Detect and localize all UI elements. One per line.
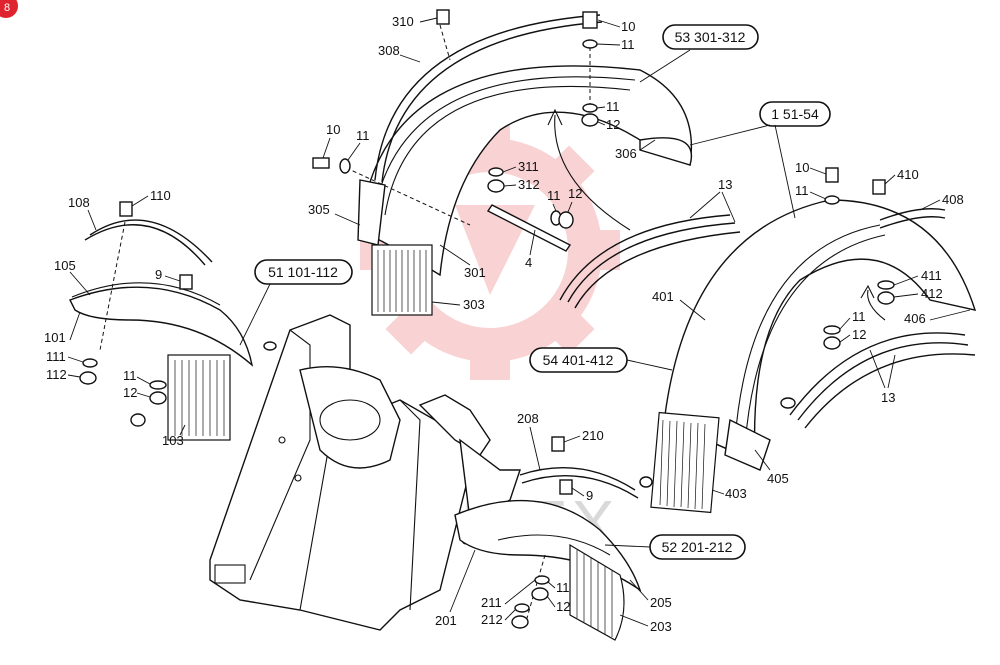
- label-12b: 12: [606, 117, 620, 132]
- label-11f: 11: [852, 309, 866, 324]
- corner-badge: 8: [0, 0, 18, 18]
- part-labels: 310 10 11 308 11 12 306 10 11 311 312 11…: [44, 14, 971, 634]
- panel-306: [639, 137, 692, 166]
- label-10c: 10: [795, 160, 809, 175]
- svg-text:54 401-412: 54 401-412: [543, 352, 614, 368]
- fender-301-assembly: [312, 9, 693, 316]
- label-303: 303: [463, 297, 485, 312]
- label-11a: 11: [621, 37, 635, 52]
- label-11h: 11: [556, 580, 570, 595]
- svg-text:8: 8: [4, 2, 10, 14]
- fender-201: [454, 499, 642, 592]
- svg-text:51 101-112: 51 101-112: [268, 264, 338, 280]
- label-11d: 11: [547, 188, 561, 203]
- mudflap-303: [371, 244, 433, 316]
- label-403: 403: [725, 486, 747, 501]
- svg-text:1 51-54: 1 51-54: [771, 106, 819, 122]
- label-11b: 11: [606, 99, 620, 114]
- label-212: 212: [481, 612, 503, 627]
- label-13a: 13: [718, 177, 732, 192]
- mudflap-203: [569, 543, 625, 641]
- label-408: 408: [942, 192, 964, 207]
- bolt-310: [436, 9, 450, 25]
- fender-101: [69, 286, 254, 367]
- svg-text:52 201-212: 52 201-212: [662, 539, 733, 555]
- label-9a: 9: [155, 267, 162, 282]
- label-411: 411: [921, 268, 942, 283]
- assembly-callouts: 53 301-312 1 51-54 51 101-112 54 401-412…: [239, 24, 831, 560]
- callout-51-101-112[interactable]: [254, 259, 353, 285]
- label-211: 211: [481, 595, 502, 610]
- callout-1-51-54[interactable]: [759, 101, 831, 127]
- callout-53-301-312[interactable]: [662, 24, 759, 50]
- fender-101-assembly: [69, 201, 277, 441]
- plate-405: [724, 418, 771, 471]
- label-308: 308: [378, 43, 400, 58]
- pin-4: [486, 204, 572, 252]
- label-12g: 12: [123, 385, 137, 400]
- label-13b: 13: [881, 390, 895, 405]
- label-310: 310: [392, 14, 414, 29]
- label-312: 312: [518, 177, 540, 192]
- label-11c: 11: [356, 128, 370, 143]
- label-108: 108: [68, 195, 90, 210]
- arrow-up: [554, 114, 631, 231]
- label-10a: 10: [621, 19, 635, 34]
- label-105: 105: [54, 258, 76, 273]
- label-11e: 11: [795, 183, 809, 198]
- label-9b: 9: [586, 488, 593, 503]
- label-103: 103: [162, 433, 184, 448]
- label-4: 4: [525, 255, 532, 270]
- label-10b: 10: [326, 122, 340, 137]
- label-410: 410: [897, 167, 919, 182]
- label-405: 405: [767, 471, 789, 486]
- bolt-10: [312, 157, 330, 169]
- strip-13-left: [559, 214, 741, 309]
- svg-text:53 301-312: 53 301-312: [675, 29, 746, 45]
- mudflap-403: [650, 411, 720, 514]
- label-201: 201: [435, 613, 457, 628]
- label-12f: 12: [852, 327, 866, 342]
- fender-401-assembly: [650, 167, 977, 514]
- label-306: 306: [615, 146, 637, 161]
- mudflap-103: [167, 354, 231, 441]
- label-311: 311: [518, 159, 539, 174]
- label-110: 110: [150, 188, 171, 203]
- label-111: 111: [46, 349, 66, 364]
- label-12h: 12: [556, 599, 570, 614]
- label-301: 301: [464, 265, 486, 280]
- fender-201-assembly: [454, 436, 653, 641]
- label-208: 208: [517, 411, 539, 426]
- label-401: 401: [652, 289, 674, 304]
- label-406: 406: [904, 311, 926, 326]
- label-412: 412: [921, 286, 943, 301]
- label-203: 203: [650, 619, 672, 634]
- label-11g: 11: [123, 368, 137, 383]
- mounting-frame: [209, 314, 521, 631]
- label-112: 112: [46, 367, 67, 382]
- label-101: 101: [44, 330, 66, 345]
- label-305: 305: [308, 202, 330, 217]
- label-205: 205: [650, 595, 672, 610]
- label-210: 210: [582, 428, 604, 443]
- arrow-406: [867, 289, 886, 321]
- label-12d: 12: [568, 186, 582, 201]
